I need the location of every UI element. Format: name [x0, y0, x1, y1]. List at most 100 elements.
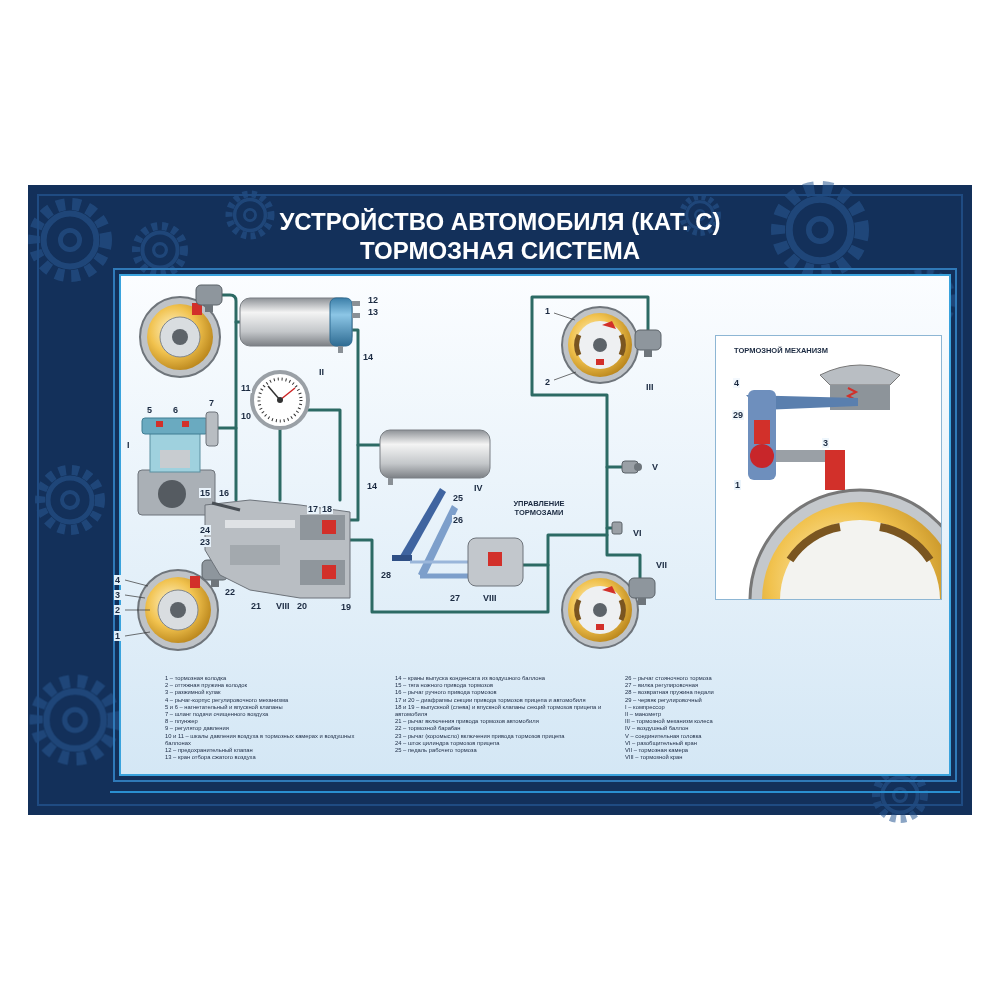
section-caption: УПРАВЛЕНИЕ ТОРМОЗАМИ [508, 499, 570, 517]
key-line: 18 и 19 – выпускной (слева) и впускной к… [395, 704, 605, 718]
compressor [138, 412, 218, 515]
couplings [612, 461, 642, 534]
key-line: 14 – краны выпуска конденсата из воздушн… [395, 675, 605, 682]
key-line: 16 – рычаг ручного привода тормозов [395, 689, 605, 696]
callout-number: II [318, 367, 325, 377]
air-pipes [607, 466, 622, 469]
key-line: V – соединительная головка [625, 733, 785, 740]
callout-number: 14 [362, 352, 374, 362]
key-line: II – манометр [625, 711, 785, 718]
brake-mechanism-inset [746, 365, 941, 599]
key-line: VI – разобщительный кран [625, 740, 785, 747]
key-line: 10 и 11 – шкалы давления воздуха в тормо… [165, 733, 365, 747]
air-pipes [532, 297, 648, 578]
callout-number: 7 [208, 398, 215, 408]
air-tanks [380, 430, 490, 478]
compressor [150, 432, 200, 472]
gear-pattern [876, 771, 924, 819]
brake-mechanism-inset [754, 420, 770, 444]
key-line: 28 – возвратная пружина педали [625, 689, 785, 696]
callout-number: 1 [544, 306, 551, 316]
key-line: 12 – предохранительный клапан [165, 747, 365, 754]
wheel-brakes [562, 572, 638, 648]
callout-number: 20 [296, 601, 308, 611]
callout-number: 28 [380, 570, 392, 580]
brake-pedals [392, 555, 412, 561]
callout-number: 1 [734, 480, 741, 490]
callout-number: 13 [367, 307, 379, 317]
brake-valve [212, 503, 240, 510]
brake-valve [225, 520, 295, 528]
brake-pedals [410, 561, 470, 564]
wheel-brakes [635, 330, 661, 357]
callout-number: 21 [250, 601, 262, 611]
air-pipes [218, 427, 236, 430]
couplings [634, 463, 642, 471]
leader-lines [554, 313, 575, 320]
key-line: 17 и 20 – диафрагмы секции привода тормо… [395, 697, 605, 704]
callout-number: IV [473, 483, 484, 493]
air-tanks [352, 301, 360, 306]
gear-pattern [136, 226, 184, 274]
callout-number: VIII [482, 593, 498, 603]
inset-heading: ТОРМОЗНОЙ МЕХАНИЗМ [734, 346, 828, 355]
key-column: 14 – краны выпуска конденсата из воздушн… [395, 675, 605, 754]
air-tanks [338, 346, 343, 353]
compressor [158, 480, 186, 508]
key-line: 27 – вилка регулировочная [625, 682, 785, 689]
brake-mechanism-inset [750, 490, 941, 599]
brake-mechanism-inset [820, 365, 900, 385]
key-line: 8 – плунжер [165, 718, 365, 725]
air-tanks [352, 313, 360, 318]
key-line: 4 – рычаг-корпус регулировочного механиз… [165, 697, 365, 704]
key-column: 1 – тормозная колодка2 – оттяжная пружин… [165, 675, 365, 761]
gear-pattern [229, 194, 271, 236]
callout-number: 22 [224, 587, 236, 597]
key-line: 5 и 6 – нагнетательный и впускной клапан… [165, 704, 365, 711]
air-tanks [240, 298, 490, 485]
brake-valve [322, 565, 336, 579]
callout-number: 2 [114, 605, 121, 615]
callout-number: 1 [114, 631, 121, 641]
compressor [206, 412, 218, 446]
brake-mechanism-inset [880, 527, 930, 560]
brake-mechanism-inset [780, 520, 940, 599]
brake-valve [205, 500, 350, 598]
poster-frame [110, 791, 960, 793]
key-line: VIII – тормозной кран [625, 754, 785, 761]
key-line: IV – воздушный баллон [625, 725, 785, 732]
air-pipes [350, 330, 358, 520]
leader-lines [125, 610, 150, 611]
brake-mechanism-inset [750, 444, 774, 468]
wheel-brakes [562, 307, 638, 383]
brake-pedals [468, 538, 523, 586]
key-line: 7 – шланг подачи очищенного воздуха [165, 711, 365, 718]
leader-lines [125, 595, 145, 598]
callout-number: 6 [172, 405, 179, 415]
leader-lines [554, 372, 576, 380]
compressor [156, 421, 163, 427]
air-pipes [214, 295, 648, 612]
pressure-gauge [259, 379, 301, 421]
callout-number: 4 [733, 378, 740, 388]
callout-number: 17 [307, 504, 319, 514]
wheel-brakes [196, 285, 222, 312]
callout-number: 23 [199, 537, 211, 547]
callout-number: 4 [114, 575, 121, 585]
callout-number: 3 [114, 590, 121, 600]
brake-valve [300, 560, 345, 585]
key-line: 13 – кран отбора сжатого воздуха [165, 754, 365, 761]
key-line: 9 – регулятор давления [165, 725, 365, 732]
air-pipes [358, 444, 380, 447]
key-line: 24 – шток цилиндра тормозов прицепа [395, 740, 605, 747]
couplings [612, 522, 622, 534]
compressor [160, 450, 190, 468]
air-pipes [523, 564, 548, 567]
air-pipes [222, 295, 236, 500]
compressor [142, 418, 208, 434]
pressure-gauge [252, 372, 308, 428]
brake-pedals [420, 574, 470, 579]
callout-number: VIII [275, 601, 291, 611]
key-line: 26 – рычаг стояночного тормоза [625, 675, 785, 682]
